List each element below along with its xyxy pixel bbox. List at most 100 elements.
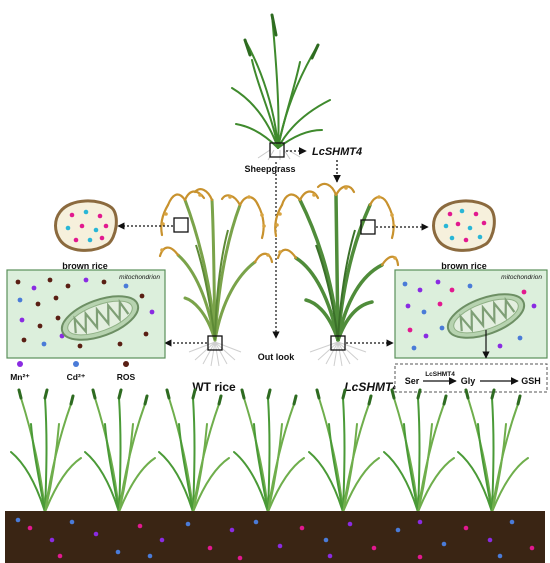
soil-dot [323,537,329,543]
soil-dot [463,525,469,531]
soil-dot [115,549,121,555]
soil-layer [5,511,545,563]
grain-dot [443,223,449,229]
soil-dot [277,543,283,549]
grain-dot [93,227,99,233]
mito-dot [37,323,43,329]
grain-dot [477,234,483,240]
mito-dot [123,283,129,289]
mitochondrion-left [60,295,140,341]
legend-cd-marker [73,361,79,367]
soil-dot [371,545,377,551]
sheepgrass-plant [231,13,331,161]
grain-dot [87,237,93,243]
mitochondrion-right [446,293,526,339]
grain-dot [65,225,71,231]
mito-dot [17,297,23,303]
grain-dot [69,212,75,218]
wt-rice-label: WT rice [192,380,236,394]
field-grass-plant [233,388,305,523]
mito-dot [77,343,83,349]
sheepgrass-label: Sheepgrass [244,164,295,174]
grain-dot [459,208,465,214]
mito-dot [517,335,523,341]
grain-dot [99,235,105,241]
brown-rice-grain-left [54,199,118,252]
soil-dot [69,519,75,525]
soil-dot [15,517,21,523]
pathway-ser: Ser [405,376,420,386]
grain-dot [481,220,487,226]
soil-dot [229,527,235,533]
wt-panicle-box [173,217,189,233]
field-plants [10,388,529,523]
mito-dot [497,343,503,349]
sheepgrass-root-box [269,142,285,158]
soil-dot [27,525,33,531]
soil-dot [487,537,493,543]
soil-dot [137,523,143,529]
transgenic-gene-label: LcSHMT4 [344,380,399,394]
field-grass-plant [383,388,455,523]
mito-dot [101,279,107,285]
mito-dot [117,341,123,347]
grain-dot [449,235,455,241]
soil-dot [497,553,503,559]
mito-right-label: mitochondrion [501,274,542,281]
mito-dot [83,277,89,283]
mito-dot [47,277,53,283]
grain-dot [467,225,473,231]
soil-dot [441,541,447,547]
mito-dot [31,285,37,291]
mito-dot [65,283,71,289]
soil-dot [529,545,535,551]
soil-dot [159,537,165,543]
brown-rice-left-label: brown rice [62,261,108,271]
soil-dot [509,519,515,525]
soil-dot [347,521,353,527]
mito-dot [417,287,423,293]
soil-dot [147,553,153,559]
wt-root-box [207,335,223,351]
mito-dot [437,301,443,307]
mito-panel-left [6,269,166,359]
pathway-gsh: GSH [521,376,541,386]
brown-rice-right-label: brown rice [441,261,487,271]
soil-dot [57,553,63,559]
soil-dot [395,527,401,533]
field-grass-plant [457,388,529,523]
mito-dot [55,315,61,321]
soil-dot [93,531,99,537]
grain-dot [473,211,479,217]
mito-dot [405,303,411,309]
legend-ros-marker [123,361,129,367]
mito-dot [423,333,429,339]
grain-dot [79,223,85,229]
mito-dot [411,345,417,351]
grain-dot [447,211,453,217]
soil-dot [237,555,243,561]
brown-rice-grain-right [432,199,496,252]
grain-dot [97,213,103,219]
soil-dot [299,525,305,531]
mito-dot [531,303,537,309]
mito-dot [449,287,455,293]
mito-dot [407,327,413,333]
soil-dot [327,553,333,559]
pathway-gly: Gly [461,376,476,386]
grain-dot [463,237,469,243]
mito-dot [521,289,527,295]
field-grass-plant [158,388,230,523]
mito-dot [41,341,47,347]
soil-dot [49,537,55,543]
legend: Mn²⁺ Cd²⁺ ROS [10,361,136,382]
legend-cd-label: Cd²⁺ [67,372,86,382]
field-grass-plant [10,388,82,523]
soil-dot [417,554,423,560]
grain-dot [73,237,79,243]
mito-panel-right [394,269,548,359]
mito-dot [435,279,441,285]
mito-dot [21,337,27,343]
mito-dot [402,281,408,287]
